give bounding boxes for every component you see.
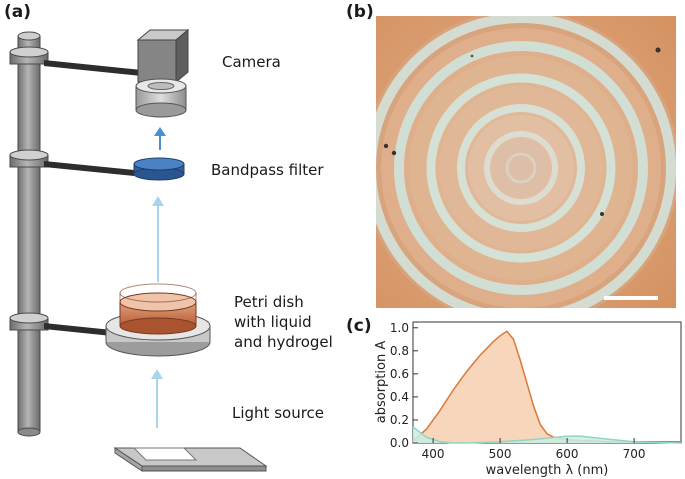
petri-dish-label: Petri dish with liquid and hydrogel: [234, 292, 333, 352]
y-tick-label: 0.2: [390, 413, 409, 427]
y-tick-label: 0.4: [390, 390, 409, 404]
series-1-area: [413, 426, 681, 443]
bandpass-filter-label: Bandpass filter: [211, 161, 324, 179]
petri-dish-label-line1: Petri dish: [234, 293, 304, 311]
x-tick-label: 700: [623, 447, 646, 461]
scale-bar: [604, 296, 658, 300]
x-axis-label: wavelength λ (nm): [486, 463, 609, 478]
petri-dish-label-line2: with liquid: [234, 313, 312, 331]
camera-label: Camera: [222, 53, 281, 71]
arm-bottom: [44, 323, 112, 336]
absorption-chart: 400 500 600 700 0.0 0.2 0.4 0.6 0.8 1.0 wavelengt…: [374, 321, 682, 478]
series-layer: [412, 330, 682, 444]
x-tick-label: 600: [556, 447, 579, 461]
ring-pattern-photo: [376, 16, 676, 308]
y-axis-label: absorption A: [374, 341, 389, 424]
panel-b-label: (b): [346, 2, 374, 22]
clamp-collar-top: [9, 46, 49, 65]
y-tick-label: 0.8: [390, 344, 409, 358]
x-tick-label: 500: [489, 447, 512, 461]
ring-pattern-image: [376, 16, 676, 308]
series-0-area: [413, 331, 681, 443]
light-source: [113, 447, 268, 472]
y-tick-label: 0.6: [390, 367, 409, 381]
panel-c-label: (c): [346, 316, 372, 336]
petri-dish-label-line3: and hydrogel: [234, 333, 333, 351]
arm-middle: [44, 161, 134, 176]
light-path-arrow-middle: [152, 196, 164, 282]
support-rod: [17, 31, 41, 437]
x-tick-label: 400: [422, 447, 445, 461]
series-1-line: [412, 426, 682, 444]
light-path-arrow-bottom: [151, 369, 163, 428]
petri-dish: [105, 283, 211, 357]
arm-top: [44, 60, 142, 76]
bandpass-filter: [133, 157, 185, 181]
camera: [135, 28, 190, 118]
panel-a-label: (a): [4, 2, 32, 22]
tick-layer: 400 500 600 700 0.0 0.2 0.4 0.6 0.8 1.0: [390, 321, 646, 461]
clamp-collar-bottom: [9, 312, 49, 331]
y-tick-label: 0.0: [390, 436, 409, 450]
light-path-arrow-top: [154, 127, 166, 150]
light-source-label: Light source: [232, 404, 325, 422]
clamp-collar-middle: [9, 149, 49, 168]
y-tick-label: 1.0: [390, 321, 409, 335]
setup-diagram: [9, 28, 268, 472]
